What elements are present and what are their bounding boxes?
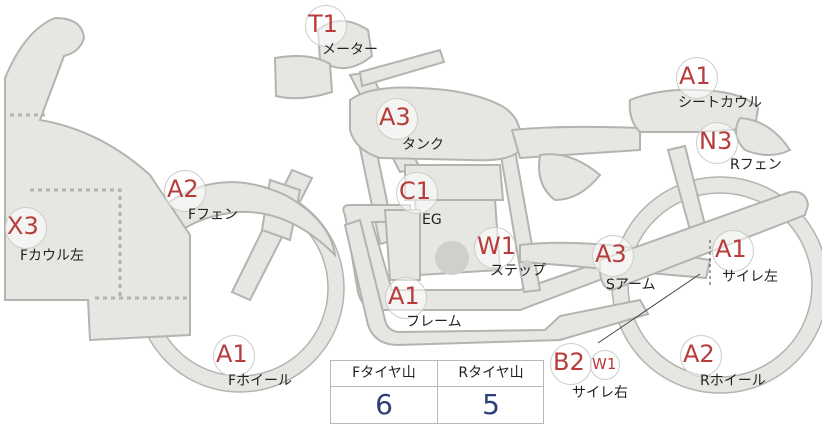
rear-tread-value: 5 [482, 388, 500, 421]
damage-code: W1 [477, 232, 516, 260]
part-label: EG [422, 212, 442, 228]
damage-code: N3 [699, 127, 733, 155]
front-cowl [4, 16, 191, 342]
part-label: Fフェン [188, 207, 239, 223]
seat [510, 125, 641, 160]
handlebar [358, 48, 446, 88]
part-label: Fホイール [228, 373, 293, 389]
headlight [273, 55, 334, 100]
seat-cowl [628, 88, 760, 133]
tire-tread-table: Fタイヤ山 Rタイヤ山 6 5 [330, 360, 544, 424]
part-label: シートカウル [678, 95, 762, 111]
damage-code: A2 [683, 340, 715, 368]
damage-code-secondary: W1 [592, 355, 617, 373]
muffler [598, 190, 810, 292]
damage-code: A1 [715, 235, 747, 263]
part-label: Sアーム [606, 277, 656, 293]
front-tread-value: 6 [375, 388, 393, 421]
part-label: Rフェン [730, 157, 782, 173]
damage-code: C1 [399, 177, 432, 205]
part-label: Fカウル左 [20, 248, 85, 264]
part-label: サイレ右 [572, 385, 628, 401]
damage-code: T1 [308, 10, 338, 38]
damage-code: A3 [595, 240, 627, 268]
damage-code: A3 [379, 103, 411, 131]
rear-tread-header: Rタイヤ山 [458, 365, 524, 381]
damage-code: A2 [167, 175, 199, 203]
damage-code: X3 [7, 212, 39, 240]
damage-code: A1 [679, 62, 711, 90]
damage-code: B2 [553, 348, 585, 376]
part-label: Rホイール [700, 373, 766, 389]
front-tread-header: Fタイヤ山 [352, 365, 416, 381]
front-fender [163, 181, 337, 258]
part-label: フレーム [406, 314, 462, 330]
part-label: ステップ [490, 263, 546, 279]
rear-fender [735, 116, 792, 156]
leader-line [597, 273, 701, 344]
damage-code: A1 [216, 340, 248, 368]
part-label: メーター [322, 42, 378, 58]
part-label: タンク [402, 137, 444, 153]
part-label: サイレ左 [722, 269, 778, 285]
damage-code: A1 [388, 282, 420, 310]
